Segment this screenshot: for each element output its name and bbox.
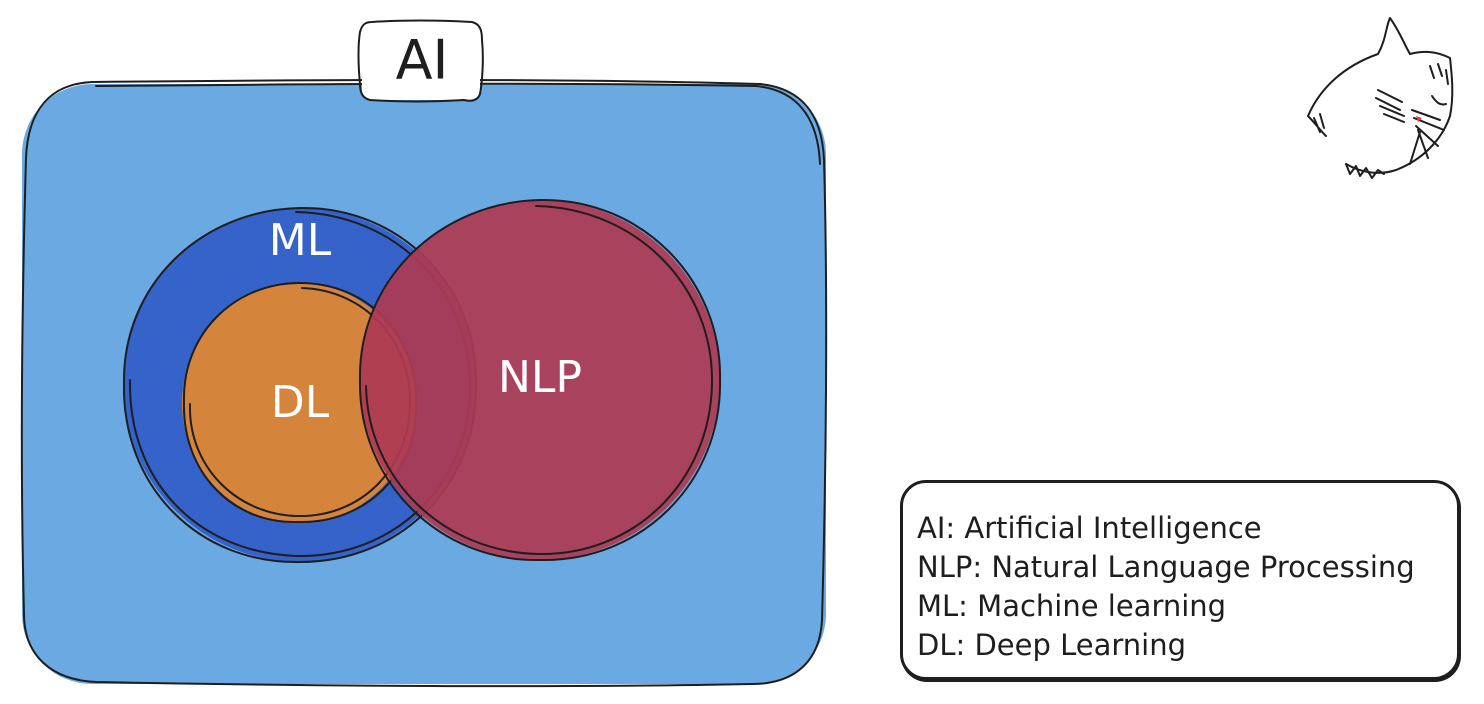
legend-list: AI: Artificial Intelligence NLP: Natural… — [917, 509, 1415, 665]
ml-label: ML — [269, 215, 332, 266]
cat-sketch-icon — [1307, 17, 1454, 179]
nlp-region: NLP — [358, 198, 722, 562]
ai-label: AI — [396, 29, 449, 92]
legend-item-dl: DL: Deep Learning — [917, 628, 1187, 662]
legend-item-ai: AI: Artificial Intelligence — [917, 511, 1262, 545]
ai-title-tab: AI — [357, 19, 484, 103]
legend-box: AI: Artificial Intelligence NLP: Natural… — [900, 480, 1460, 680]
legend-item-ml: ML: Machine learning — [917, 589, 1227, 623]
dl-region: DL — [182, 281, 418, 524]
nlp-label: NLP — [498, 352, 582, 403]
dl-label: DL — [271, 377, 330, 428]
legend-item-nlp: NLP: Natural Language Processing — [917, 550, 1415, 584]
